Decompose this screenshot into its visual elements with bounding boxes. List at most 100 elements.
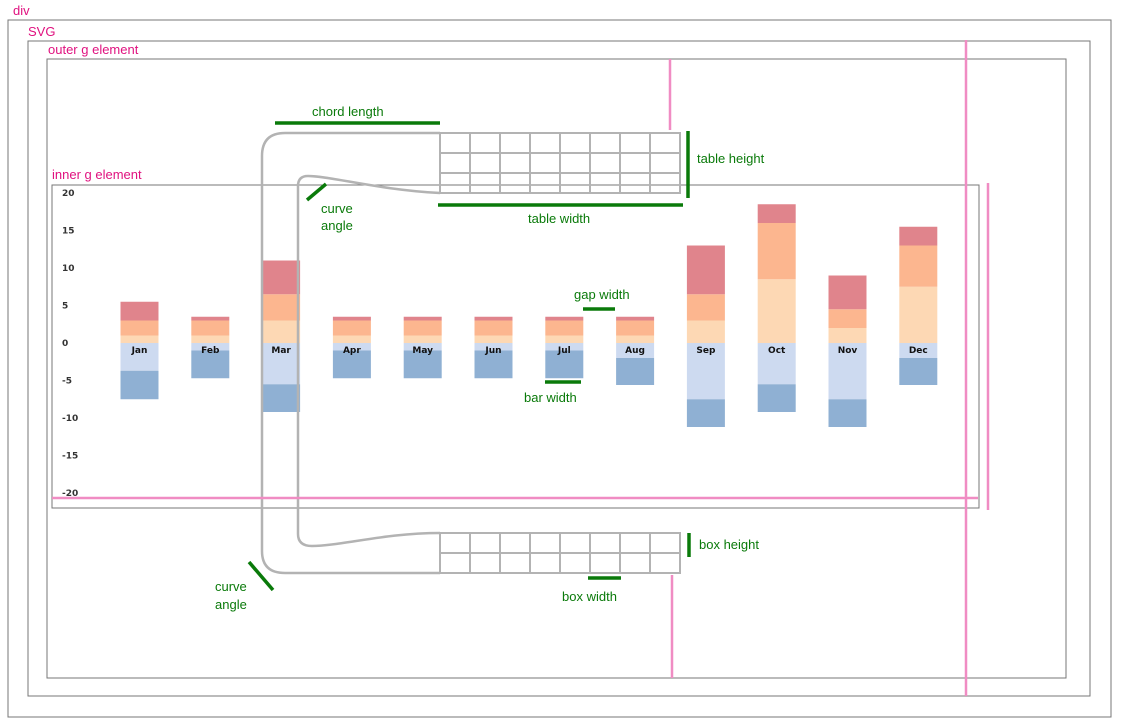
bar-segment-positive	[474, 316, 513, 321]
bar-segment-negative	[332, 350, 371, 379]
bar-segment-negative	[332, 343, 371, 351]
bar-segment-positive	[828, 328, 867, 343]
bar-segment-negative	[191, 350, 230, 379]
bar-segment-negative	[403, 343, 442, 351]
bar-segment-negative	[686, 399, 725, 427]
bar-segment-positive	[262, 260, 301, 295]
table-height-label: table height	[697, 151, 765, 166]
bar-segment-positive	[757, 279, 796, 343]
bar-segment-positive	[474, 320, 513, 336]
bar-segment-positive	[403, 320, 442, 336]
bar-segment-negative	[899, 358, 938, 385]
bar-segment-positive	[757, 223, 796, 280]
y-tick-label: 15	[62, 227, 75, 237]
box-height-label: box height	[699, 537, 759, 552]
bar-segment-positive	[191, 335, 230, 343]
month-label: Jan	[131, 346, 148, 356]
month-label: Jun	[484, 346, 501, 356]
bar-segment-positive	[191, 316, 230, 321]
month-label: May	[412, 346, 433, 356]
div-box	[7, 19, 1112, 718]
bar-segment-positive	[332, 320, 371, 336]
outer-g-box	[46, 58, 1067, 679]
bar-segment-positive	[262, 294, 301, 321]
dimension-markers	[247, 121, 691, 592]
outer-chord	[260, 131, 440, 575]
month-label: Mar	[271, 346, 291, 356]
month-label: Jul	[557, 346, 571, 356]
tables-and-chords	[260, 131, 681, 575]
bar-segment-positive	[262, 320, 301, 343]
bar-segment-negative	[191, 343, 230, 351]
y-tick-label: 10	[62, 264, 75, 274]
bar-segment-positive	[616, 316, 655, 321]
bar-chart: 20 15 10 5 0 -5 -10 -15 -20 Jan Feb Mar Apr May Jun Jul…	[62, 189, 938, 499]
bar-segment-negative	[545, 350, 584, 379]
bar-segment-positive	[616, 320, 655, 336]
bar-segment-negative	[262, 343, 301, 385]
month-label: Apr	[343, 346, 361, 356]
bar-segment-positive	[899, 245, 938, 287]
bar-segment-negative	[616, 358, 655, 385]
curve-angle-bottom-label-2: angle	[215, 597, 247, 612]
bar-segment-negative	[403, 350, 442, 379]
y-tick-label: -15	[62, 452, 78, 462]
month-label: Nov	[838, 346, 858, 356]
bar-segment-positive	[474, 335, 513, 343]
bar-segment-negative	[120, 370, 159, 400]
y-tick-label: 20	[62, 189, 75, 199]
bar-segment-positive	[686, 294, 725, 321]
bar-segment-positive	[545, 316, 584, 321]
inner-g-box	[51, 184, 980, 509]
bar-segment-positive	[120, 320, 159, 336]
inner-chord	[296, 174, 441, 548]
table-width-label: table width	[528, 211, 590, 226]
y-tick-label: -10	[62, 414, 78, 424]
curve-angle-bottom-label-1: curve	[215, 579, 247, 594]
top-table	[439, 132, 681, 194]
bar-segment-positive	[686, 320, 725, 343]
bar-segment-positive	[332, 335, 371, 343]
month-label: Sep	[696, 346, 716, 356]
bar-segment-negative	[474, 350, 513, 379]
bar-segment-positive	[545, 335, 584, 343]
bar-segment-negative	[545, 343, 584, 351]
bar-segment-positive	[899, 286, 938, 343]
bar-segment-negative	[686, 343, 725, 400]
bar-segment-negative	[262, 384, 301, 412]
bar-segment-positive	[686, 245, 725, 295]
inner-g-label: inner g element	[52, 167, 142, 182]
bar-segment-positive	[757, 204, 796, 223]
bar-segment-negative	[899, 343, 938, 358]
bar-segment-positive	[191, 320, 230, 336]
month-label: Feb	[201, 346, 220, 356]
y-tick-label: -5	[62, 377, 72, 387]
bar-segment-positive	[403, 316, 442, 321]
svg-box	[27, 40, 1091, 697]
curve-angle-bottom-marker	[247, 560, 275, 592]
bar-segment-negative	[616, 343, 655, 358]
chord-length-label: chord length	[312, 104, 384, 119]
bar-segment-positive	[332, 316, 371, 321]
bar-segment-negative	[828, 343, 867, 400]
bar-segment-positive	[545, 320, 584, 336]
bar-segment-positive	[120, 335, 159, 343]
div-label: div	[13, 3, 30, 18]
month-label: Oct	[768, 346, 786, 356]
bar-width-label: bar width	[524, 390, 577, 405]
y-tick-label: 5	[62, 302, 68, 312]
y-tick-label: -20	[62, 489, 78, 499]
bar-segment-positive	[828, 275, 867, 310]
curve-angle-top-label-2: angle	[321, 218, 353, 233]
outer-g-label: outer g element	[48, 42, 139, 57]
bar-segment-negative	[757, 343, 796, 385]
curve-angle-top-marker	[305, 182, 328, 202]
bar-segment-negative	[474, 343, 513, 351]
bar-segment-positive	[899, 226, 938, 246]
y-tick-label: 0	[62, 339, 68, 349]
bar-segment-negative	[757, 384, 796, 412]
svg-label: SVG	[28, 24, 55, 39]
gap-width-label: gap width	[574, 287, 630, 302]
bar-segment-negative	[828, 399, 867, 427]
